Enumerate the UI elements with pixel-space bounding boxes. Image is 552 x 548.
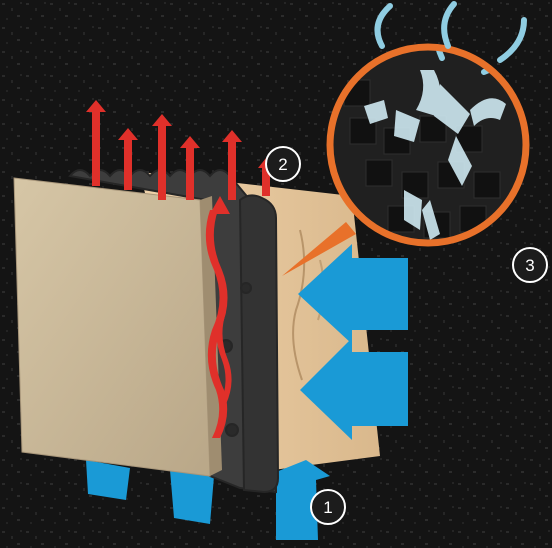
marker-2: 2 bbox=[266, 147, 300, 181]
airflow-arrow-bottom-2 bbox=[170, 470, 214, 524]
marker-1-label: 1 bbox=[323, 498, 332, 517]
marker-1: 1 bbox=[311, 490, 345, 524]
marker-3: 3 bbox=[513, 248, 547, 282]
front-panel bbox=[14, 178, 222, 476]
marker-3-label: 3 bbox=[525, 256, 534, 275]
marker-2-label: 2 bbox=[278, 155, 287, 174]
